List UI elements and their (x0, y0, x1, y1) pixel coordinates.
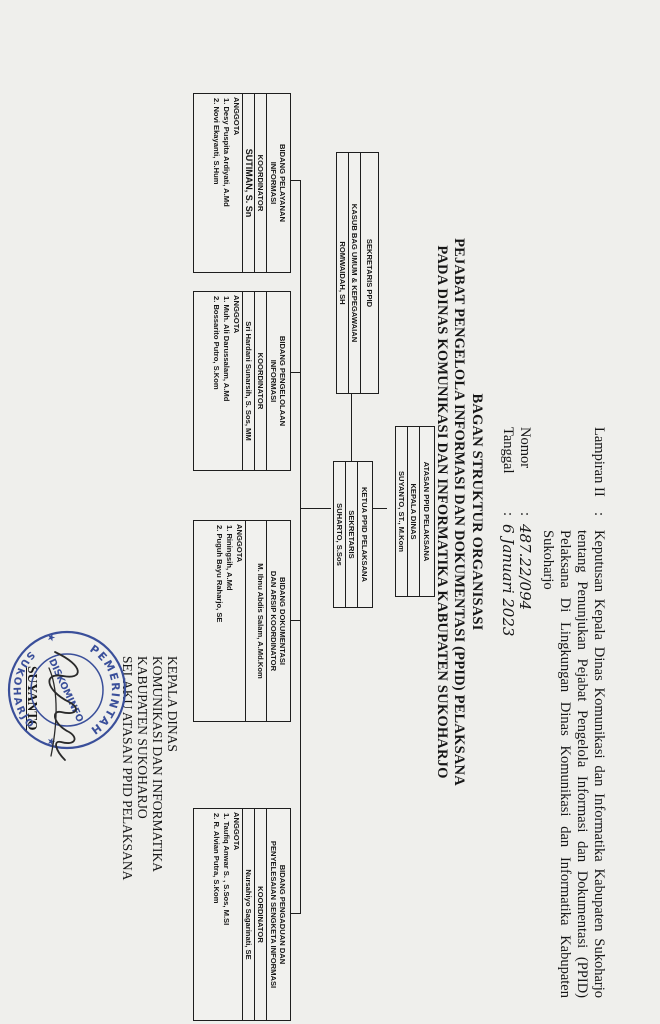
bidang-1-koordinator-label: KOORDINATOR (255, 94, 267, 272)
bidang-pelayanan-box: BIDANG PELAYANAN INFORMASI KOORDINATOR S… (193, 93, 291, 273)
title-line3: PADA DINAS KOMUNIKASI DAN INFORMATIKA KA… (434, 245, 450, 779)
tanggal-colon: : (500, 512, 516, 517)
bidang-3-anggota-1: 1. Riningsih, A.Md (225, 525, 234, 591)
nomor-label: Nomor (517, 427, 533, 469)
bidang-2-title1: BIDANG PENGELOLAAN (278, 335, 287, 427)
bidang-1-anggota-label: ANGGOTA (231, 94, 243, 272)
bidang-4-anggota-2: 2. R. Alvian Putra, S.Kom (212, 813, 221, 904)
connector-bidang-2 (291, 372, 301, 374)
nomor-value: 487.22/094 (516, 524, 534, 611)
connector-bidang-1 (291, 180, 301, 182)
lampiran-label: Lampiran II (591, 427, 607, 497)
bidang-4-anggota-1: 1. Taufiq Anwar S. , S.Sos, M.SI (222, 813, 231, 926)
title-line2: PEJABAT PENGELOLA INFORMASI DAN DOKUMENT… (451, 238, 467, 786)
sekretaris-title: SEKRETARIS PPID (365, 238, 374, 308)
stamp-bottom-text: SUKOHARJO (10, 649, 36, 731)
bidang-pengelolaan-box: BIDANG PENGELOLAAN INFORMASI KOORDINATOR… (193, 291, 291, 471)
bidang-4-title2: PENYELESAIAN SENGKETA INFORMASI (269, 840, 278, 989)
connector-ketua-sekretaris (350, 392, 352, 461)
signature-line2: KOMUNIKASI DAN INFORMATIKA (150, 656, 165, 872)
bidang-3-anggota-label: ANGGOTA (234, 521, 246, 721)
bidang-2-anggota-label: ANGGOTA (231, 292, 243, 470)
bidang-2-koordinator: Sri Hardani Sunarsih, S. Sos, MM (243, 292, 255, 470)
stamp-star-right: ★ (45, 737, 56, 746)
bidang-4-anggota-label: ANGGOTA (231, 809, 243, 1020)
connector-bidang-3 (291, 620, 301, 622)
bidang-3-title2: DAN ARSIP KOORDINATOR (269, 570, 278, 672)
connector-horizontal-bus (299, 180, 301, 913)
atasan-role: KEPALA DINAS (408, 427, 420, 596)
bidang-1-anggota-2: 2. Novi Ekayanti, S.Hum (212, 98, 221, 185)
signature-stroke (48, 651, 79, 761)
atasan-box: ATASAN PPID PELAKSANA KEPALA DINAS SUYAN… (395, 426, 435, 597)
bidang-2-title2: INFORMASI (269, 359, 278, 403)
bidang-1-koordinator: SUTIMAN, S. Sn (243, 94, 255, 272)
connector-bidang-4 (291, 913, 301, 915)
tanggal-label: Tanggal (500, 427, 516, 474)
bidang-3-koordinator: M. Ibnu Abdis Salam, A.Md.Kom (255, 521, 267, 721)
bidang-dokumentasi-box: BIDANG DOKUMENTASI DAN ARSIP KOORDINATOR… (193, 520, 291, 722)
stamp-star-left: ★ (45, 633, 56, 642)
atasan-name: SUYANTO, ST., M.Kom (396, 427, 408, 596)
nomor-colon: : (517, 512, 533, 517)
sekretaris-box: SEKRETARIS PPID KASUB BAG UMUM & KEPEGAW… (336, 152, 379, 394)
lampiran-colon: : (591, 512, 607, 517)
bidang-2-anggota-2: 2. Bossarito Putro, S.Kom (212, 296, 221, 390)
atasan-title: ATASAN PPID PELAKSANA (422, 461, 431, 562)
bidang-1-anggota-1: 1. Desy Puspita Ardiyati, A.Md (222, 98, 231, 207)
tanggal-value: 6 Januari 2023 (499, 524, 517, 637)
bidang-1-title2: INFORMASI (269, 161, 278, 205)
handwritten-signature-icon (48, 651, 79, 761)
bidang-4-koordinator-label: KOORDINATOR (255, 809, 267, 1020)
ketua-name: SUHARTO, S.Sos (334, 462, 346, 607)
bidang-4-koordinator: Nursahiyo Sagarinati, SE (243, 809, 255, 1020)
signature-line1: KEPALA DINAS (165, 656, 180, 752)
official-stamp-icon: PEMERINTAH SUKOHARJO DISKOMINFO ★ ★ (7, 630, 127, 750)
lampiran-text: Keputusan Kepala Dinas Komunikasi dan In… (540, 530, 607, 998)
sekretaris-name: ROMWAIDAH, SH (337, 153, 349, 393)
bidang-pengaduan-box: BIDANG PENGADUAN DAN PENYELESAIAN SENGKE… (193, 808, 291, 1021)
title-line1: BAGAN STRUKTUR ORGANISASI (469, 393, 485, 631)
signature-underline (48, 667, 57, 757)
stamp-inner-ring (30, 653, 104, 727)
bidang-1-title1: BIDANG PELAYANAN (278, 144, 287, 222)
bidang-2-anggota-1: 1. Muh. Ali Darussalam, A.Md (222, 296, 231, 402)
ketua-box: KETUA PPID PELAKSANA SEKRETARIS SUHARTO,… (333, 461, 373, 608)
bidang-2-koordinator-label: KOORDINATOR (255, 292, 267, 470)
connector-ketua-down (301, 508, 331, 510)
stamp-outer-ring (7, 630, 127, 750)
signature-line3: KABUPATEN SUKOHARJO (135, 656, 150, 819)
bidang-4-title1: BIDANG PENGADUAN DAN (278, 864, 287, 965)
ketua-role: SEKRETARIS (346, 462, 358, 607)
bidang-3-anggota-2: 2. Puguh Bayu Raharjo, SE (215, 525, 224, 623)
ketua-title: KETUA PPID PELAKSANA (360, 486, 369, 583)
sekretaris-role: KASUB BAG UMUM & KEPEGAWAIAN (349, 153, 361, 393)
bidang-3-title1: BIDANG DOKUMENTASI (278, 576, 287, 666)
